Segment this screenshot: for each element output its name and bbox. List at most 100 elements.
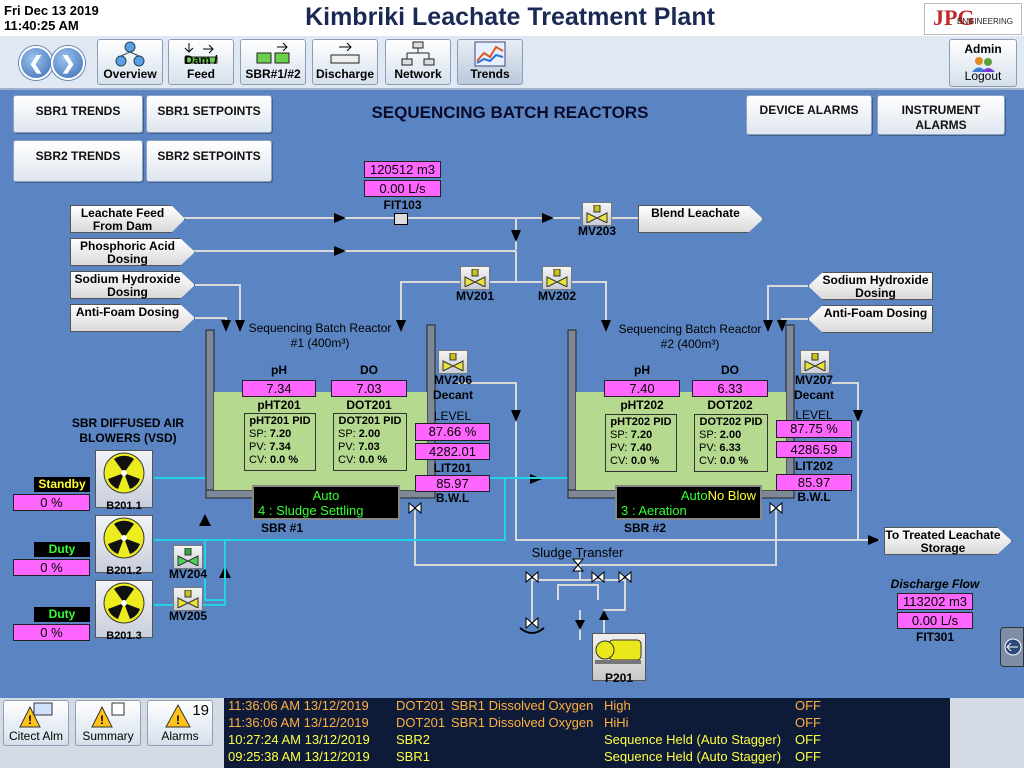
blower3-tag: B201.3 <box>106 630 142 642</box>
valve-mv206[interactable] <box>438 350 468 374</box>
sbr2-ph-pid-faceplate[interactable]: pHT202 PID SP: 7.20 PV: 7.40 CV: 0.0 % <box>605 414 677 472</box>
sbr2-do-pid-faceplate[interactable]: DOT202 PID SP: 2.00 PV: 6.33 CV: 0.0 % <box>694 414 768 472</box>
mv205-label: MV205 <box>168 609 208 623</box>
alarm-desc: SBR1 Dissolved Oxygen <box>451 698 594 713</box>
sodium-hydroxide-left-tag[interactable]: Sodium Hydroxide Dosing <box>70 271 195 299</box>
alarm-summary-button[interactable]: ! Summary <box>75 700 141 746</box>
leachate-feed-tag[interactable]: Leachate Feed From Dam <box>70 205 185 233</box>
arrow-right-icon: ❯ <box>60 52 76 73</box>
valve-icon <box>546 269 568 287</box>
arrow-left-icon: ❮ <box>28 52 44 73</box>
sbr1-step: 4 : Sludge Settling <box>258 503 364 518</box>
device-alarms-button[interactable]: DEVICE ALARMS <box>746 95 872 135</box>
valve-mv207[interactable] <box>800 350 830 374</box>
alarm-count: 19 <box>192 702 209 719</box>
alarm-tag: DOT201 <box>396 715 446 730</box>
blower2-status: Duty <box>34 542 90 557</box>
antifoam-left-tag[interactable]: Anti-Foam Dosing <box>70 304 195 332</box>
mv207-label: MV207 <box>794 373 834 387</box>
blower-b201-1[interactable]: B201.1 <box>95 450 153 512</box>
fan-icon <box>103 517 145 559</box>
sodium-hydroxide-right-tag[interactable]: Sodium Hydroxide Dosing <box>808 272 933 300</box>
sbr2-trends-button[interactable]: SBR2 TRENDS <box>13 140 143 182</box>
valve-icon <box>177 548 199 566</box>
nav-sbr-button[interactable]: SBR#1/#2 <box>240 39 306 85</box>
alarm-tag: DOT201 <box>396 698 446 713</box>
expand-icon <box>1004 638 1022 656</box>
sbr2-step: 3 : Aeration <box>621 503 687 518</box>
sbr1-do-value: 7.03 <box>331 380 407 397</box>
sbr2-do-value: 6.33 <box>692 380 768 397</box>
logo-subtext: ENGINEERING <box>957 17 1014 26</box>
sbr2-mode: Auto <box>680 488 708 503</box>
blower1-status: Standby <box>34 477 90 492</box>
nav-discharge-button[interactable]: Discharge <box>312 39 378 85</box>
side-panel-toggle[interactable] <box>1000 627 1024 667</box>
nav-dam-feed-label: Dam / Feed <box>184 53 218 81</box>
sbr2-ph-tag: pHT202 <box>620 398 664 412</box>
sbr1-do-pid-faceplate[interactable]: DOT201 PID SP: 2.00 PV: 7.03 CV: 0.0 % <box>333 413 407 471</box>
valve-mv203[interactable] <box>582 202 612 226</box>
antifoam-right-tag[interactable]: Anti-Foam Dosing <box>808 305 933 333</box>
sbr1-sequence-status[interactable]: Auto 4 : Sludge Settling <box>252 485 400 520</box>
sbr1-level-label: LEVEL <box>433 409 472 423</box>
valve-mv205[interactable] <box>173 587 203 611</box>
time-text: 11:40:25 AM <box>4 18 79 33</box>
pid-pv: 6.33 <box>719 442 741 454</box>
valve-mv204[interactable] <box>173 545 203 569</box>
sbr1-bwl-label: B.W.L <box>435 491 470 505</box>
mv203-label: MV203 <box>577 224 617 238</box>
valve-mv202[interactable] <box>542 266 572 290</box>
sbr1-level-tag: LIT201 <box>433 461 472 475</box>
blower-b201-3[interactable]: B201.3 <box>95 580 153 642</box>
nav-trends-button[interactable]: Trends <box>457 39 523 85</box>
sbr2-level-volume: 4286.59 <box>776 441 852 458</box>
citect-alm-label: Citect Alm <box>8 729 63 743</box>
alarm-state: Sequence Held (Auto Stagger) <box>604 732 782 747</box>
citect-alm-button[interactable]: ! Citect Alm <box>3 700 69 746</box>
sbr2-setpoints-button[interactable]: SBR2 SETPOINTS <box>146 140 272 182</box>
pid-cv: 0.0 % <box>631 455 660 467</box>
sbr1-ph-pid-faceplate[interactable]: pHT201 PID SP: 7.20 PV: 7.34 CV: 0.0 % <box>244 413 316 471</box>
blowers-title: SBR DIFFUSED AIR BLOWERS (VSD) <box>71 416 185 445</box>
valve-mv201[interactable] <box>460 266 490 290</box>
nav-dam-feed-button[interactable]: Dam / Feed <box>168 39 234 85</box>
logout-button[interactable]: Admin Logout <box>949 39 1017 87</box>
nav-overview-button[interactable]: Overview <box>97 39 163 85</box>
instrument-alarms-button[interactable]: INSTRUMENT ALARMS <box>877 95 1005 135</box>
sbr-icon <box>256 42 290 64</box>
phosphoric-dosing-tag[interactable]: Phosphoric Acid Dosing <box>70 238 195 266</box>
alarms-button[interactable]: ! 19 Alarms <box>147 700 213 746</box>
blower-b201-2[interactable]: B201.2 <box>95 515 153 577</box>
sbr1-trends-button[interactable]: SBR1 TRENDS <box>13 95 143 133</box>
sbr1-ph-label: pH <box>271 363 287 377</box>
alarm-list[interactable]: 11:36:06 AM 13/12/2019 DOT201 SBR1 Disso… <box>224 698 950 768</box>
discharge-flow: 0.00 L/s <box>897 612 973 629</box>
sbr2-sequence-status[interactable]: AutoNo Blow 3 : Aeration <box>615 485 762 520</box>
sbr1-do-tag: DOT201 <box>346 398 392 412</box>
blend-leachate-tag[interactable]: Blend Leachate <box>638 205 763 233</box>
sbr1-setpoints-button[interactable]: SBR1 SETPOINTS <box>146 95 272 133</box>
pid-sp: 2.00 <box>719 429 742 441</box>
nav-trends-label: Trends <box>470 67 510 81</box>
back-button[interactable]: ❮ <box>19 46 53 80</box>
pump-p201[interactable]: P201 <box>592 633 646 685</box>
discharge-total: 113202 m3 <box>897 593 973 610</box>
sbr2-title: Sequencing Batch Reactor #2 (400m³) <box>618 322 762 351</box>
svg-text:!: ! <box>176 713 180 727</box>
nav-network-button[interactable]: Network <box>385 39 451 85</box>
nav-sbr-label: SBR#1/#2 <box>245 67 301 81</box>
treated-storage-tag[interactable]: To Treated Leachate Storage <box>884 527 1012 555</box>
mv201-label: MV201 <box>455 289 495 303</box>
pid-cv: 0.0 % <box>270 454 299 466</box>
sbr1-ph-tag: pHT201 <box>257 398 301 412</box>
logout-label: Logout <box>964 69 1002 83</box>
flowmeter-icon[interactable] <box>394 213 408 225</box>
alarm-time: 11:36:06 AM 13/12/2019 <box>228 715 369 730</box>
valve-icon <box>177 590 199 608</box>
sbr1-bwl-value: 85.97 <box>415 475 490 492</box>
pid-title: pHT201 PID <box>249 415 311 427</box>
decant-label-1: Decant <box>432 388 473 402</box>
instrument-alarms-label: INSTRUMENT ALARMS <box>901 103 981 132</box>
forward-button[interactable]: ❯ <box>51 46 85 80</box>
